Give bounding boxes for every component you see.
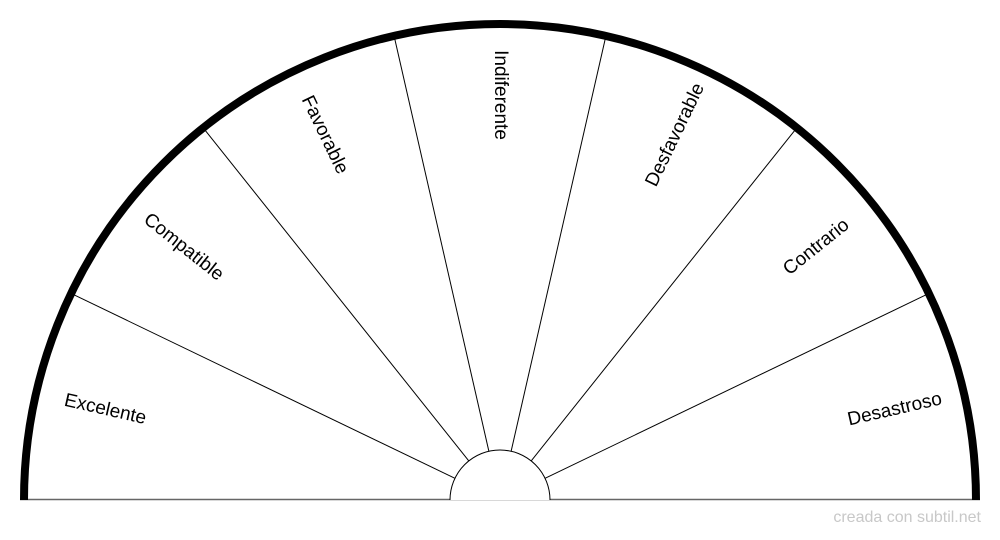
segment-divider — [510, 37, 606, 452]
segment-divider — [72, 293, 456, 479]
segment-label-desfavorable: Desfavorable — [642, 80, 709, 190]
inner-arc — [449, 449, 551, 501]
segment-label-excelente: Excelente — [62, 390, 148, 429]
outer-arc — [20, 20, 980, 501]
segment-label-compatible: Compatible — [140, 209, 228, 285]
segment-divider — [204, 129, 470, 462]
watermark: creada con subtil.net — [833, 509, 981, 526]
segment-label-indiferente: Indiferente — [490, 50, 511, 140]
segment-divider — [394, 37, 490, 452]
segment-label-contrario: Contrario — [779, 215, 853, 280]
segment-label-desastroso: Desastroso — [846, 388, 944, 430]
segment-divider — [544, 293, 928, 479]
segment-label-favorable: Favorable — [297, 92, 353, 177]
segment-divider — [530, 129, 796, 462]
